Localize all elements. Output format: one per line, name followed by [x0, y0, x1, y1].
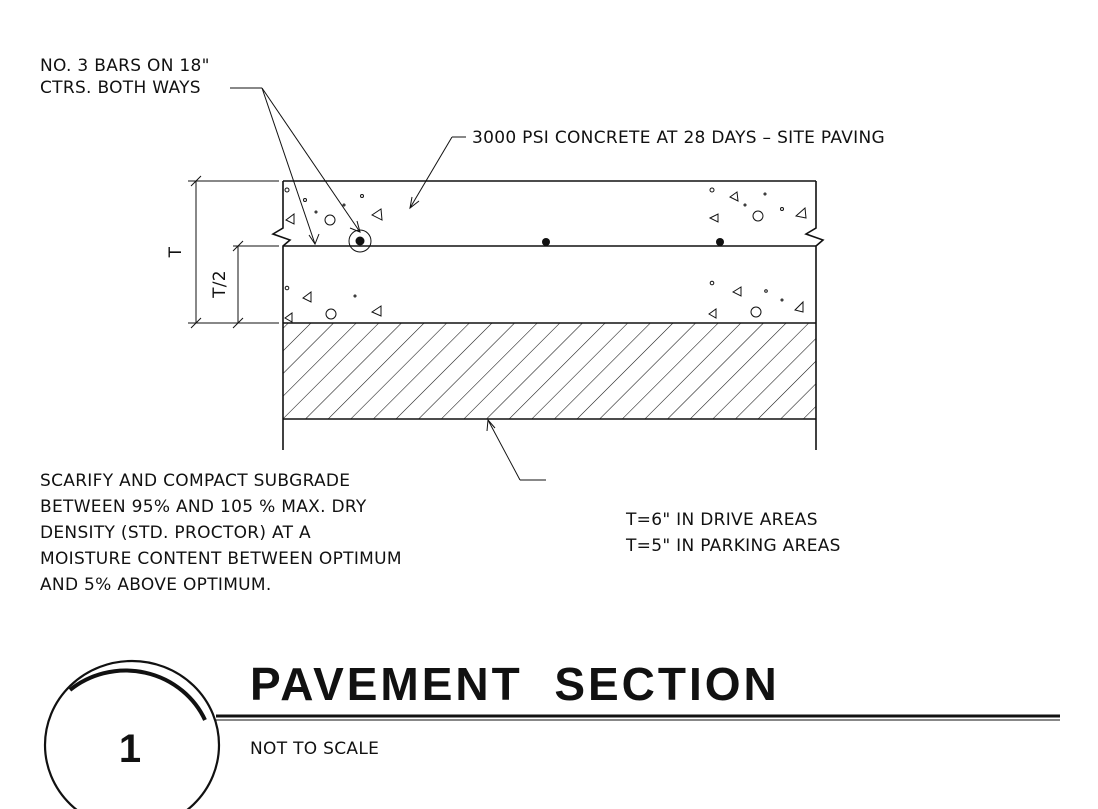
- subgrade-zone: [282, 323, 817, 450]
- dimension-label-t: T: [166, 246, 186, 258]
- subgrade-note-line-4: MOISTURE CONTENT BETWEEN OPTIMUM: [40, 549, 402, 569]
- concrete-slab: [271, 180, 825, 324]
- title-block: 1 PAVEMENT SECTION NOT TO SCALE: [43, 658, 1060, 809]
- detail-number-circle: [43, 659, 221, 809]
- subgrade-note-line-3: DENSITY (STD. PROCTOR) AT A: [40, 523, 311, 543]
- rebar-note-line-2: CTRS. BOTH WAYS: [40, 78, 201, 98]
- concrete-note: 3000 PSI CONCRETE AT 28 DAYS – SITE PAVI…: [472, 128, 885, 148]
- rebar-callout-circle: [348, 229, 372, 253]
- leader-lines: [230, 87, 546, 481]
- detail-title: PAVEMENT SECTION: [250, 658, 780, 710]
- aggregate-texture: [284, 187, 807, 323]
- subgrade-note-line-5: AND 5% ABOVE OPTIMUM.: [40, 575, 272, 595]
- rebar-dot: [542, 238, 550, 246]
- dimension-label-half-t: T/2: [210, 270, 230, 299]
- thickness-dimension: T T/2: [166, 175, 279, 329]
- detail-number: 1: [119, 727, 141, 771]
- thickness-note-parking: T=5" IN PARKING AREAS: [625, 536, 841, 556]
- subgrade-note-line-2: BETWEEN 95% AND 105 % MAX. DRY: [40, 497, 367, 517]
- thickness-note-drive: T=6" IN DRIVE AREAS: [625, 510, 818, 530]
- rebar-dot: [355, 236, 365, 246]
- scale-note: NOT TO SCALE: [250, 739, 379, 759]
- rebar-note-line-1: NO. 3 BARS ON 18": [40, 56, 210, 76]
- subgrade-note-line-1: SCARIFY AND COMPACT SUBGRADE: [40, 471, 350, 491]
- rebar-dot: [716, 238, 724, 246]
